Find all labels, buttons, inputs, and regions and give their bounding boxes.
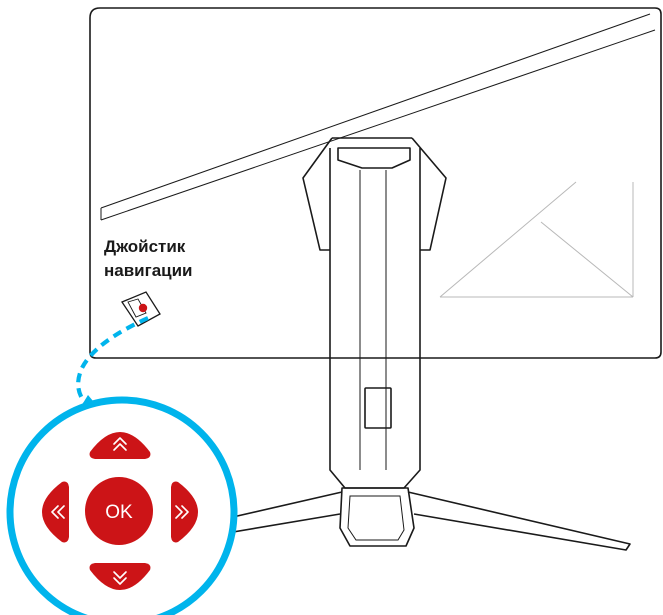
cable-clip: [364, 387, 392, 429]
monitor-back-panel: [89, 7, 662, 359]
ok-label: OK: [105, 502, 133, 523]
joystick-ok-button[interactable]: OK: [85, 477, 153, 545]
joystick-icon: [121, 291, 161, 327]
chevron-double-down-icon: [113, 571, 127, 585]
joystick-up-button[interactable]: [89, 432, 151, 459]
chevron-double-right-icon: [175, 505, 189, 519]
joystick-label-line1: Джойстик: [104, 237, 186, 256]
joystick-right-button[interactable]: [171, 481, 198, 543]
joystick-left-button[interactable]: [42, 481, 69, 543]
joystick-label-line2: навигации: [104, 261, 193, 280]
chevron-double-up-icon: [113, 437, 127, 451]
joystick-detail: OK: [6, 396, 238, 615]
monitor-stand-neck: [302, 137, 447, 489]
joystick-label: Джойстик навигации: [104, 237, 193, 280]
chevron-double-left-icon: [51, 505, 65, 519]
joystick-down-button[interactable]: [89, 563, 151, 590]
